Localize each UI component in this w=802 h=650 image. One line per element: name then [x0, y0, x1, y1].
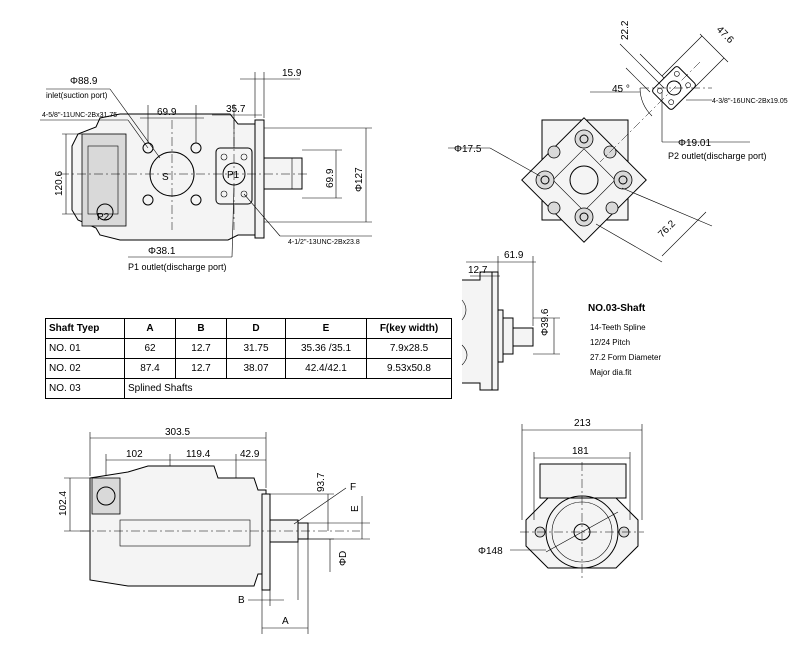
- shaft-spec-1: 14-Teeth Spline: [590, 323, 646, 332]
- shaft-spec-2: 12/24 Pitch: [590, 338, 630, 347]
- label-f: F: [350, 482, 356, 493]
- shaft-spec-3: 27.2 Form Diameter: [590, 353, 661, 362]
- dim-102: 102: [126, 449, 143, 460]
- dim-76-2: 76.2: [656, 218, 678, 240]
- inlet-bolt-spec: 4-5/8"-11UNC-2Bx31.75: [42, 112, 117, 119]
- p2-port-label: P2 outlet(discharge port): [668, 151, 767, 161]
- table-header: F(key width): [366, 318, 452, 339]
- dim-69-9-top: 69.9: [157, 107, 177, 118]
- port-s-label: S: [162, 172, 169, 183]
- dim-127: Φ127: [354, 167, 365, 192]
- label-a: A: [282, 616, 289, 627]
- dim-69-9-side: 69.9: [325, 168, 336, 188]
- dim-12-7: 12.7: [468, 265, 488, 276]
- hole-dia-dim: Φ17.5: [454, 144, 482, 155]
- table-header: Shaft Tyep: [45, 318, 125, 339]
- table-cell: 12.7: [175, 338, 227, 359]
- p1-dia-dim: Φ38.1: [148, 246, 176, 257]
- p1-bolt-spec: 4-1/2"-13UNC-2Bx23.8: [288, 239, 360, 246]
- p2-dia-dim: Φ19.01: [678, 138, 711, 149]
- p1-port-label: P1 outlet(discharge port): [128, 262, 227, 272]
- table-header: A: [124, 318, 176, 339]
- table-cell: 7.9x28.5: [366, 338, 452, 359]
- table-header: B: [175, 318, 227, 339]
- table-cell: 12.7: [175, 358, 227, 379]
- dim-303-5: 303.5: [165, 427, 190, 438]
- table-cell: NO. 01: [45, 338, 125, 359]
- dim-39-6: Φ39.6: [540, 308, 551, 336]
- label-e: E: [350, 505, 361, 512]
- label-d: ΦD: [338, 551, 349, 566]
- dim-93-7: 93.7: [316, 472, 327, 492]
- flange-view: 213 181 Φ148: [478, 418, 644, 580]
- port-p2-label: P2: [97, 212, 110, 223]
- p2-bolt-spec: 4-3/8"-16UNC-2Bx19.05: [712, 98, 788, 105]
- table-cell: 62: [124, 338, 176, 359]
- inlet-dia-dim: Φ88.9: [70, 76, 98, 87]
- table-cell: NO. 02: [45, 358, 125, 379]
- dim-148: Φ148: [478, 546, 503, 557]
- label-b: B: [238, 595, 245, 606]
- table-row: NO. 03 Splined Shafts: [45, 378, 452, 399]
- dim-119-4: 119.4: [186, 449, 211, 460]
- table-cell: 87.4: [124, 358, 176, 379]
- table-cell: NO. 03: [45, 378, 125, 399]
- table-cell: 42.4/42.1: [285, 358, 367, 379]
- table-row: NO. 02 87.4 12.7 38.07 42.4/42.1 9.53x50…: [45, 358, 452, 379]
- table-cell: Splined Shafts: [124, 378, 452, 399]
- dim-15-9: 15.9: [282, 68, 302, 79]
- port-p1-label: P1: [227, 170, 240, 181]
- dim-35-7: 35.7: [226, 104, 246, 115]
- dim-120-6: 120.6: [54, 171, 65, 196]
- inlet-port-label: inlet(suction port): [46, 91, 108, 100]
- shaft-spec-4: Major dia.fit: [590, 368, 632, 377]
- dim-47-6: 47.6: [714, 24, 736, 46]
- table-cell: 35.36 /35.1: [285, 338, 367, 359]
- dim-22-2: 22.2: [620, 20, 631, 40]
- table-cell: 31.75: [226, 338, 286, 359]
- table-header: D: [226, 318, 286, 339]
- table-cell: 38.07: [226, 358, 286, 379]
- dim-61-9: 61.9: [504, 250, 524, 261]
- top-view: S P1 P2 Φ88.9 inlet(suction port) 4-5/8"…: [40, 68, 372, 272]
- dim-181: 181: [572, 446, 589, 457]
- dim-213: 213: [574, 418, 591, 429]
- shaft-spec-table: Shaft Tyep A B D E F(key width) NO. 01 6…: [45, 318, 452, 399]
- side-view: 303.5 102 119.4 42.9 102.4 93.7 F E ΦD: [58, 427, 370, 634]
- table-row: NO. 01 62 12.7 31.75 35.36 /35.1 7.9x28.…: [45, 338, 452, 359]
- table-header: E: [285, 318, 367, 339]
- shaft-detail: 61.9 12.7 Φ39.6 NO.03-Shaft 14-Teeth Spl…: [461, 250, 661, 391]
- table-header-row: Shaft Tyep A B D E F(key width): [45, 318, 452, 339]
- shaft-title: NO.03-Shaft: [588, 303, 646, 314]
- table-cell: 9.53x50.8: [366, 358, 452, 379]
- end-view: 22.2 47.6 45 ° 4-3/8"-16UNC-2Bx19.05 Φ17…: [448, 20, 788, 263]
- dim-42-9: 42.9: [240, 449, 260, 460]
- angle-45: 45 °: [612, 84, 630, 95]
- dim-102-4: 102.4: [58, 491, 69, 516]
